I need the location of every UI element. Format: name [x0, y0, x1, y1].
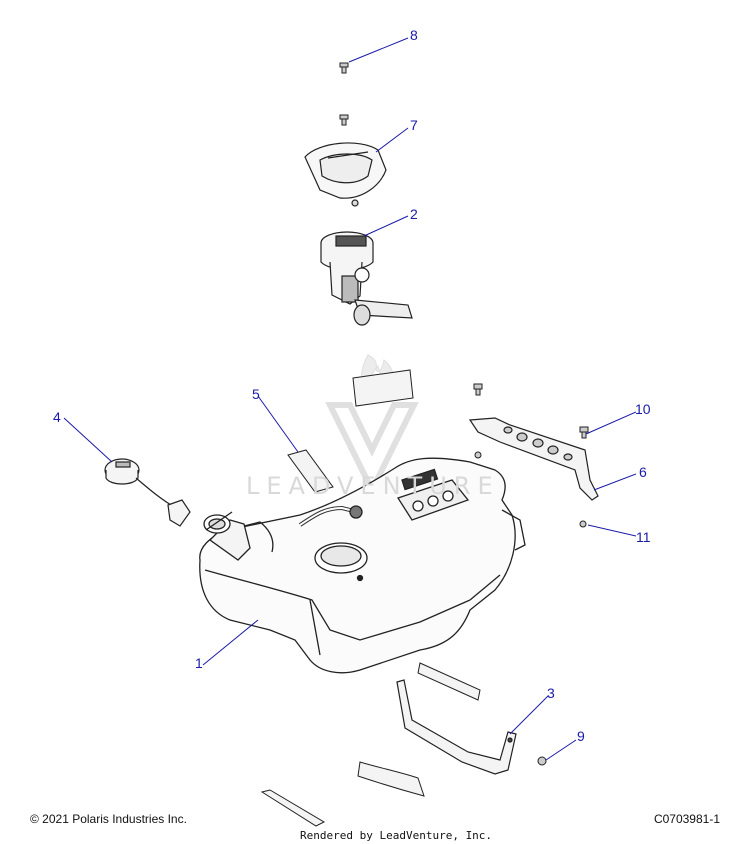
watermark-text: LEADVENTURE	[246, 472, 500, 500]
copyright-text: © 2021 Polaris Industries Inc.	[30, 812, 187, 826]
leader-lines	[63, 37, 637, 761]
pump-retainer	[304, 142, 387, 207]
callout-4: 4	[53, 409, 61, 425]
callout-3: 3	[547, 685, 555, 701]
fuel-tank	[199, 457, 526, 674]
callout-2: 2	[410, 206, 418, 222]
tank-bracket	[468, 417, 599, 501]
callout-7: 7	[410, 117, 418, 133]
rendered-by-text: Rendered by LeadVenture, Inc.	[300, 829, 493, 842]
screw-8	[339, 62, 349, 126]
callout-11: 11	[636, 529, 651, 545]
callout-9: 9	[577, 728, 585, 744]
diagram-code: C0703981-1	[653, 812, 720, 826]
callout-6: 6	[639, 464, 647, 480]
fasteners	[473, 383, 589, 766]
callout-10: 10	[635, 401, 651, 417]
callout-8: 8	[410, 27, 418, 43]
fuel-cap	[104, 458, 191, 527]
callout-5: 5	[252, 386, 260, 402]
tank-strap	[396, 679, 517, 775]
tank-pads	[260, 369, 481, 827]
fuel-pump	[320, 231, 413, 326]
callout-1: 1	[195, 655, 203, 671]
